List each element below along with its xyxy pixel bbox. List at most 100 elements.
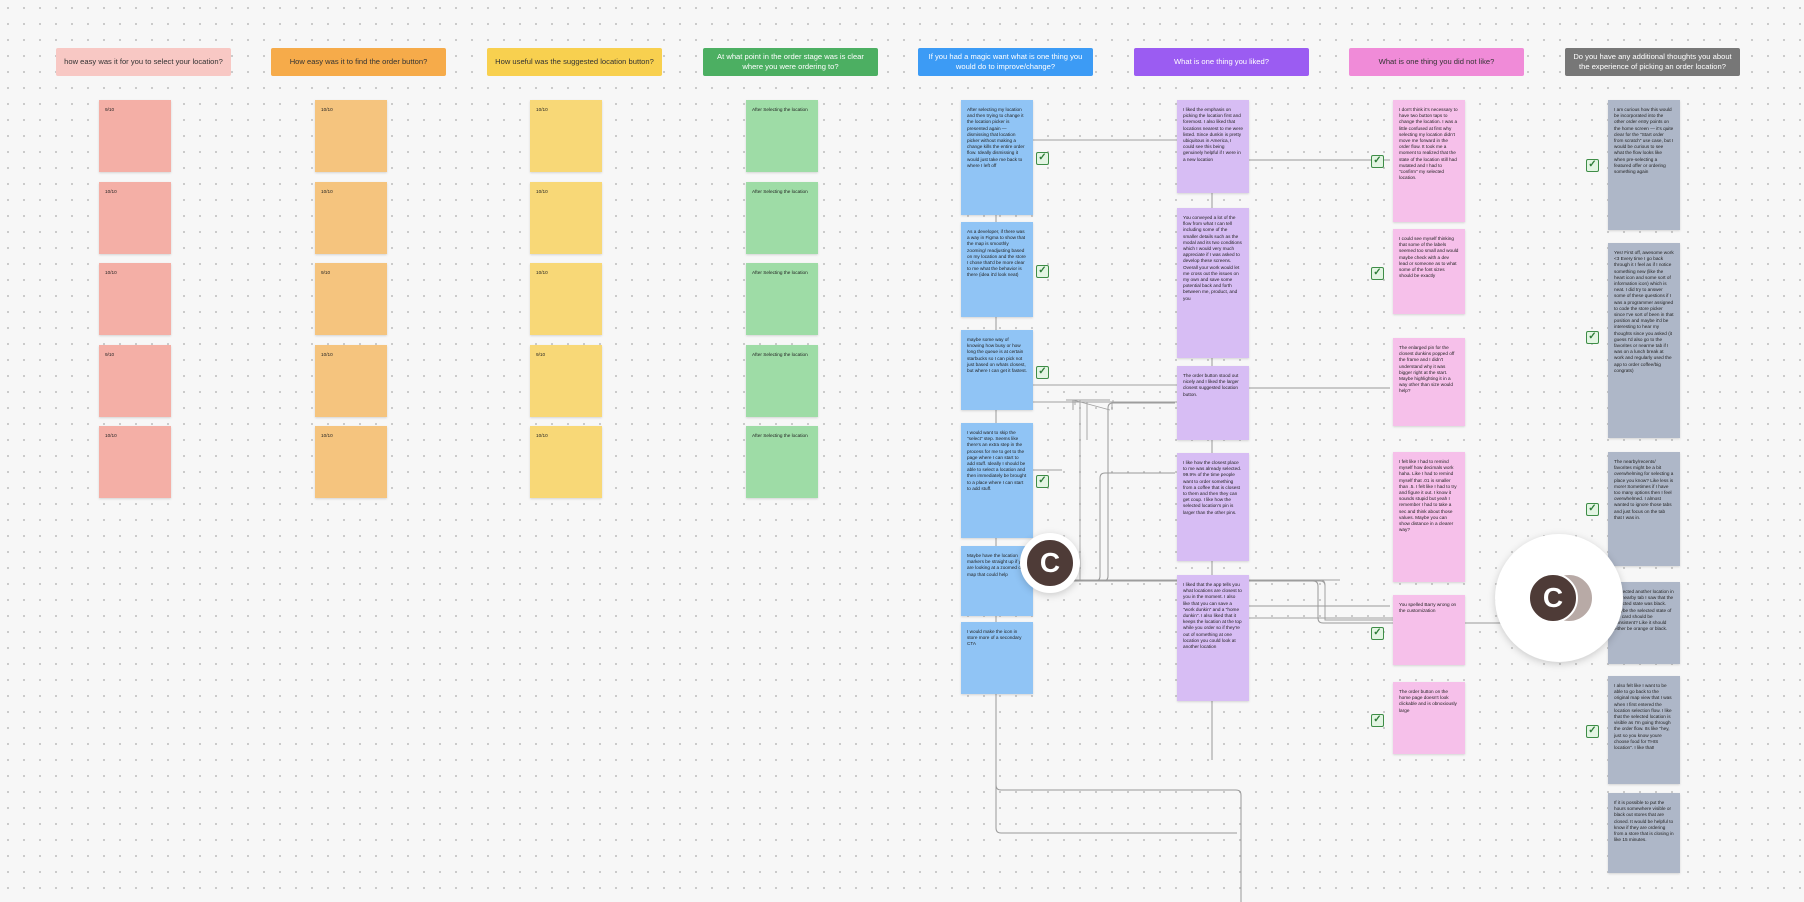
column-header-3[interactable]: How useful was the suggested location bu…	[487, 48, 662, 76]
sticky-note-text: I could see myself thinking that some of…	[1399, 236, 1459, 279]
sticky-note-text: I liked that the app tells you what loca…	[1183, 582, 1242, 650]
sticky-note[interactable]: I could see myself thinking that some of…	[1393, 229, 1465, 314]
sticky-note[interactable]: 10/10	[530, 426, 602, 498]
avatar[interactable]: C	[1025, 538, 1075, 588]
sticky-note-text: After Selecting the location	[752, 107, 808, 112]
sticky-note[interactable]: I would make the icon in store more of a…	[961, 622, 1033, 694]
checkbox-checked-icon[interactable]: ✓	[1586, 159, 1599, 172]
sticky-note-text: 9/10	[105, 352, 115, 357]
sticky-note[interactable]: After Selecting the location	[746, 182, 818, 254]
column-header-1[interactable]: how easy was it for you to select your l…	[56, 48, 231, 76]
sticky-note-text: If it is possible to put the hours somew…	[1614, 800, 1674, 843]
sticky-note[interactable]: I am curious how this would be incorpora…	[1608, 100, 1680, 230]
sticky-note[interactable]: 10/10	[315, 100, 387, 172]
column-header-6[interactable]: What is one thing you liked?	[1134, 48, 1309, 76]
sticky-note[interactable]: 10/10	[315, 182, 387, 254]
checkbox-checked-icon[interactable]: ✓	[1586, 503, 1599, 516]
checkbox-checked-icon[interactable]: ✓	[1586, 725, 1599, 738]
sticky-note-text: Yes! First off, awesome work <3 Every ti…	[1614, 250, 1674, 373]
checkbox-checked-icon[interactable]: ✓	[1371, 714, 1384, 727]
sticky-note[interactable]: 9/10	[99, 345, 171, 417]
sticky-note[interactable]: As a developer, if there was a way in Fi…	[961, 222, 1033, 317]
checkbox-checked-icon[interactable]: ✓	[1036, 366, 1049, 379]
sticky-note-text: You conveyed a lot of the flow from what…	[1183, 215, 1242, 301]
sticky-note-text: After Selecting the location	[752, 270, 808, 275]
sticky-note-text: The enlarged pin for the closest dunkins…	[1399, 345, 1455, 394]
sticky-note[interactable]: After Selecting the location	[746, 100, 818, 172]
column-header-8[interactable]: Do you have any additional thoughts you …	[1565, 48, 1740, 76]
checkbox-checked-icon[interactable]: ✓	[1036, 265, 1049, 278]
sticky-note-text: After selecting my location and then try…	[967, 107, 1025, 168]
sticky-note-text: I liked the emphasis on picking the loca…	[1183, 107, 1243, 162]
sticky-note[interactable]: 10/10	[315, 345, 387, 417]
sticky-note[interactable]: 9/10	[99, 100, 171, 172]
connector-line	[995, 784, 1242, 902]
sticky-note-text: 10/10	[321, 189, 333, 194]
sticky-note[interactable]: 10/10	[99, 182, 171, 254]
sticky-note[interactable]: I felt like I had to remind myself how d…	[1393, 452, 1465, 582]
sticky-note[interactable]: The order button on the home page doesn'…	[1393, 682, 1465, 754]
sticky-note-text: After Selecting the location	[752, 352, 808, 357]
sticky-note[interactable]: I would want to skip the "select" step. …	[961, 423, 1033, 538]
avatar-bubble[interactable]: C	[1020, 533, 1080, 593]
sticky-note-text: 10/10	[105, 189, 117, 194]
sticky-note[interactable]: 10/10	[530, 100, 602, 172]
sticky-note[interactable]: After Selecting the location	[746, 263, 818, 335]
sticky-note-text: 10/10	[321, 433, 333, 438]
sticky-note-text: 10/10	[536, 107, 548, 112]
sticky-note-text: 10/10	[105, 270, 117, 275]
sticky-note[interactable]: maybe some way of knowing how busy or ho…	[961, 330, 1033, 410]
checkbox-checked-icon[interactable]: ✓	[1371, 155, 1384, 168]
sticky-note-text: The nearby/recents/ favorites might be a…	[1614, 459, 1674, 520]
sticky-note[interactable]: Yes! First off, awesome work <3 Every ti…	[1608, 243, 1680, 438]
checkbox-checked-icon[interactable]: ✓	[1586, 331, 1599, 344]
sticky-note-text: 9/10	[321, 270, 331, 275]
sticky-note[interactable]: 10/10	[530, 182, 602, 254]
sticky-note[interactable]: The enlarged pin for the closest dunkins…	[1393, 338, 1465, 426]
sticky-note-text: I felt like I had to remind myself how d…	[1399, 459, 1457, 533]
checkbox-checked-icon[interactable]: ✓	[1036, 152, 1049, 165]
sticky-note-text: After Selecting the location	[752, 189, 808, 194]
column-header-2[interactable]: How easy was it to find the order button…	[271, 48, 446, 76]
sticky-note[interactable]: 10/10	[530, 263, 602, 335]
avatar-bubble[interactable]: C	[1495, 534, 1623, 662]
column-header-5[interactable]: If you had a magic want what is one thin…	[918, 48, 1093, 76]
sticky-note[interactable]: I liked the emphasis on picking the loca…	[1177, 100, 1249, 193]
sticky-note-text: The order button on the home page doesn'…	[1399, 689, 1457, 713]
sticky-note[interactable]: I like how the closest place to me was a…	[1177, 453, 1249, 561]
sticky-note[interactable]: After selecting my location and then try…	[961, 100, 1033, 215]
sticky-note[interactable]: I also felt like I want to be able to go…	[1608, 676, 1680, 784]
sticky-note-text: 10/10	[105, 433, 117, 438]
sticky-note[interactable]: 10/10	[99, 426, 171, 498]
sticky-note[interactable]: 10/10	[315, 426, 387, 498]
connector-line	[1080, 579, 1400, 621]
sticky-note-text: I don't think it's necessary to have two…	[1399, 107, 1458, 181]
connector-line	[1072, 399, 1111, 411]
checkbox-checked-icon[interactable]: ✓	[1036, 475, 1049, 488]
sticky-note[interactable]: 10/10	[99, 263, 171, 335]
connector-line	[995, 165, 1237, 834]
sticky-note[interactable]: The nearby/recents/ favorites might be a…	[1608, 452, 1680, 566]
column-header-4[interactable]: At what point in the order stage was is …	[703, 48, 878, 76]
sticky-note[interactable]: You spelled Barry wrong on the customiza…	[1393, 595, 1465, 665]
sticky-note[interactable]: After Selecting the location	[746, 345, 818, 417]
sticky-note-text: I also felt like I want to be able to go…	[1614, 683, 1672, 751]
sticky-note[interactable]: You conveyed a lot of the flow from what…	[1177, 208, 1249, 358]
sticky-note-text: After Selecting the location	[752, 433, 808, 438]
sticky-note[interactable]: If it is possible to put the hours somew…	[1608, 793, 1680, 873]
sticky-note[interactable]: After Selecting the location	[746, 426, 818, 498]
sticky-note-text: 10/10	[536, 270, 548, 275]
checkbox-checked-icon[interactable]: ✓	[1371, 267, 1384, 280]
sticky-note[interactable]: 9/10	[315, 263, 387, 335]
avatar[interactable]: C	[1528, 573, 1578, 623]
sticky-note-text: 10/10	[536, 189, 548, 194]
checkbox-checked-icon[interactable]: ✓	[1371, 627, 1384, 640]
sticky-note[interactable]: I liked that the app tells you what loca…	[1177, 575, 1249, 701]
sticky-note-text: I like how the closest place to me was a…	[1183, 460, 1242, 515]
column-header-7[interactable]: What is one thing you did not like?	[1349, 48, 1524, 76]
sticky-note[interactable]: I don't think it's necessary to have two…	[1393, 100, 1465, 222]
sticky-note-text: I selected another location in the nearb…	[1614, 589, 1674, 632]
sticky-note[interactable]: 9/10	[530, 345, 602, 417]
sticky-note[interactable]: The order button stood out nicely and I …	[1177, 366, 1249, 440]
